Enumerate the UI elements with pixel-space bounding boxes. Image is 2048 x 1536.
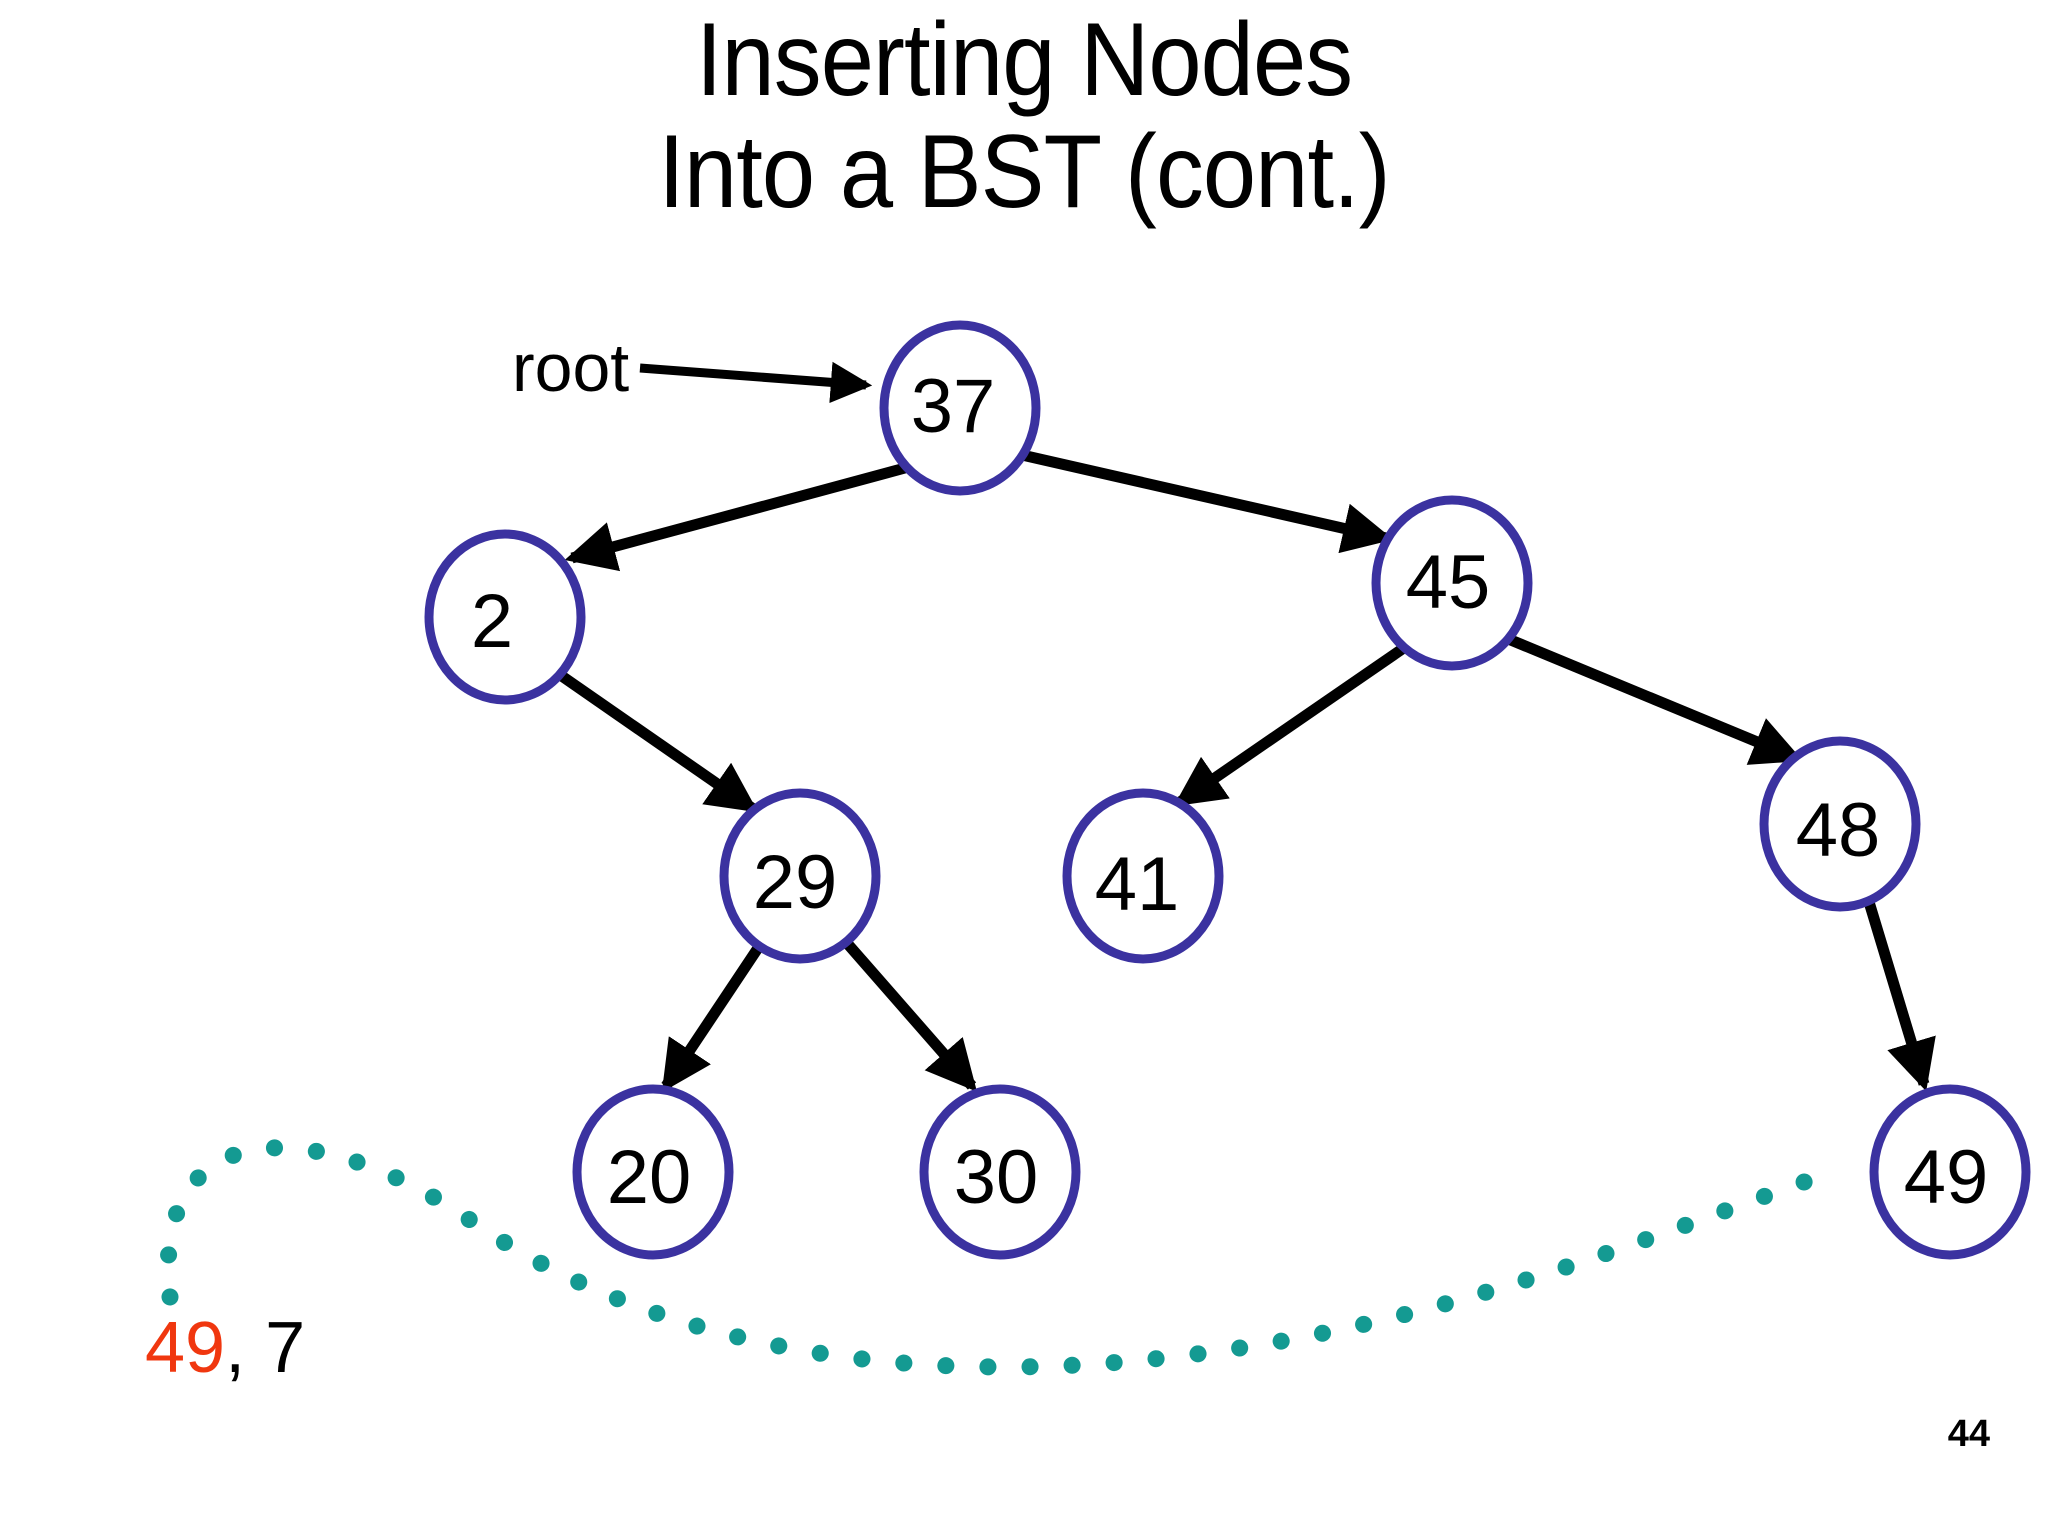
edge-45-to-41: [1173, 640, 1412, 807]
node-circle: [1062, 788, 1224, 964]
insertion-path-dotted: [159, 1139, 1841, 1376]
tree-node-20[interactable]: 20: [572, 1084, 734, 1260]
edge-29-to-30: [841, 938, 977, 1092]
tree-nodes: 37 2 45 29 41 48: [424, 320, 2031, 1260]
root-pointer-label: root: [512, 330, 629, 406]
node-circle: [719, 788, 881, 964]
node-value: 41: [1095, 842, 1180, 927]
tree-edges: [552, 449, 1936, 1093]
node-circle: [879, 320, 1041, 496]
insertion-remaining-values: , 7: [225, 1308, 306, 1388]
tree-node-2[interactable]: 2: [424, 529, 586, 705]
edge-48-to-49: [1860, 890, 1936, 1092]
tree-node-48[interactable]: 48: [1759, 736, 1921, 912]
edge-37-to-45: [1020, 449, 1394, 554]
node-circle: [1371, 495, 1533, 671]
title-line-1: Inserting Nodes: [695, 2, 1353, 118]
node-value: 45: [1406, 540, 1491, 625]
edge-45-to-48: [1503, 632, 1804, 765]
insertion-current-value: 49: [145, 1308, 226, 1388]
tree-node-41[interactable]: 41: [1062, 788, 1224, 964]
node-value: 20: [607, 1135, 692, 1220]
node-circle: [1869, 1084, 2031, 1260]
tree-node-49[interactable]: 49: [1869, 1084, 2031, 1260]
tree-node-45[interactable]: 45: [1371, 495, 1533, 671]
title-line-2: Into a BST (cont.): [658, 114, 1390, 231]
node-value: 30: [954, 1135, 1039, 1220]
edge-37-to-2: [564, 462, 907, 572]
node-value: 37: [911, 364, 996, 449]
tree-node-30[interactable]: 30: [919, 1084, 1081, 1260]
edge-29-to-20: [661, 938, 767, 1093]
node-circle: [919, 1084, 1081, 1260]
page-number: 44: [1947, 1413, 1990, 1455]
edge-2-to-29: [552, 667, 759, 813]
root-pointer-arrow: [639, 361, 873, 404]
node-value: 29: [753, 840, 838, 925]
insertion-sequence: 49, 7: [145, 1307, 305, 1389]
node-value: 2: [471, 579, 513, 664]
node-circle: [1759, 736, 1921, 912]
tree-node-29[interactable]: 29: [719, 788, 881, 964]
node-circle: [572, 1084, 734, 1260]
tree-node-37[interactable]: 37: [879, 320, 1041, 496]
node-value: 48: [1796, 788, 1881, 873]
node-value: 49: [1904, 1135, 1989, 1220]
page-title: Inserting Nodes Into a BST (cont.): [82, 4, 1966, 229]
node-circle: [424, 529, 586, 705]
